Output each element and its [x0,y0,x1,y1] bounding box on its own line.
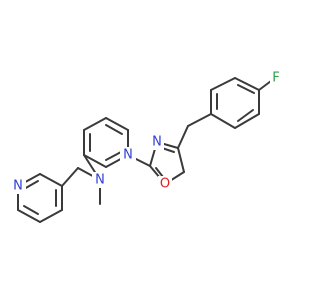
ch2-pyridyl-bond [61,167,79,187]
oxadiazole-n-label: N [152,135,162,150]
amine-n-label: N [95,173,105,188]
atom-fluorine: F [270,69,282,86]
atom-pyridine-n: N [120,147,136,163]
pyridylmethyl-n-label: N [13,179,23,194]
molecule-structure: F N O N N N [10,69,282,223]
fluorophenyl-ring [210,77,260,129]
pyridine-ring [83,117,129,168]
fluorine-label: F [272,71,279,86]
atom-pyridylmethyl-n: N [10,178,26,194]
benzyl-bond-2 [177,125,189,149]
atom-oxadiazole-n: N [150,134,164,150]
benzyl-bond-1 [187,113,212,127]
atom-amine-n: N [92,172,108,188]
atom-oxadiazole-o: O [158,176,172,192]
oxadiazole-o-label: O [160,177,170,192]
pyridine-n-label: N [123,148,133,163]
